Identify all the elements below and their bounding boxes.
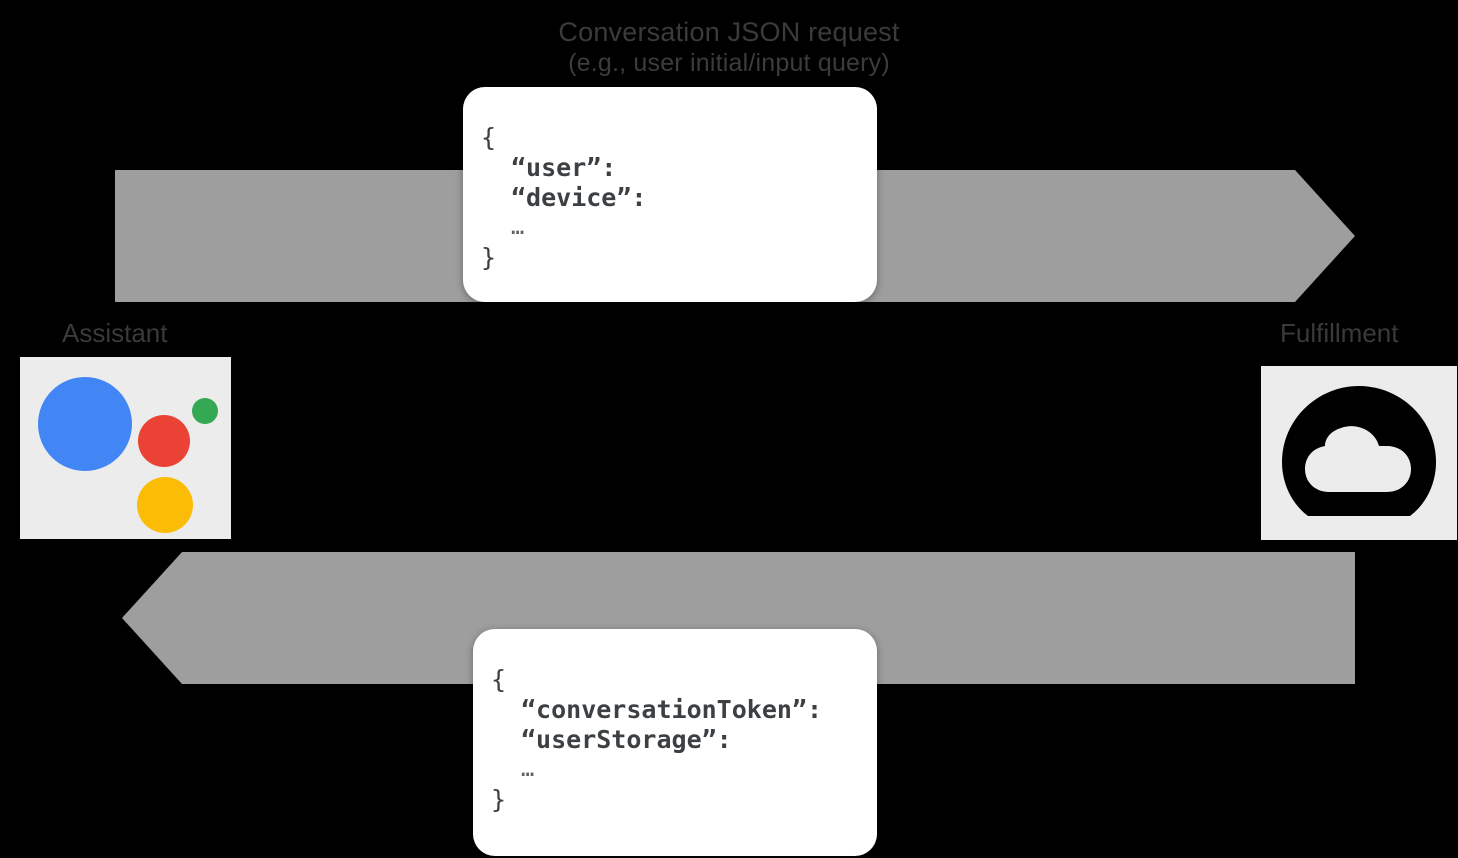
json-key-userstorage: “userStorage”: [521, 725, 732, 754]
assistant-node[interactable] [20, 357, 231, 539]
fulfillment-node-label: Fulfillment [1280, 318, 1399, 348]
json-close-brace: } [481, 243, 497, 272]
google-assistant-icon-dot-blue [38, 377, 132, 471]
json-open-brace: { [491, 665, 507, 694]
request-caption-title: Conversation JSON request [558, 17, 900, 47]
json-key-conversationtoken: “conversationToken”: [521, 695, 823, 724]
google-assistant-icon-dot-red [138, 415, 190, 467]
response-arrow-head [122, 552, 182, 684]
json-key-device: “device”: [511, 183, 647, 212]
google-assistant-icon-dot-yellow [137, 477, 193, 533]
request-caption: Conversation JSON request (e.g., user in… [0, 16, 1458, 79]
json-open-brace: { [481, 123, 497, 152]
json-ellipsis: … [521, 757, 535, 782]
cloud-function-icon [1282, 386, 1436, 516]
response-json-card: { “conversationToken”: “userStorage”: … … [473, 629, 877, 856]
request-arrow-head [1295, 170, 1355, 302]
request-json-card: { “user”: “device”: … } [463, 87, 877, 302]
json-key-user: “user”: [511, 153, 617, 182]
assistant-node-label: Assistant [62, 318, 168, 348]
request-caption-subtitle: (e.g., user initial/input query) [568, 49, 890, 77]
json-ellipsis: … [511, 215, 525, 240]
google-assistant-icon-dot-green [192, 398, 218, 424]
fulfillment-node[interactable] [1261, 366, 1457, 540]
json-close-brace: } [491, 785, 507, 814]
